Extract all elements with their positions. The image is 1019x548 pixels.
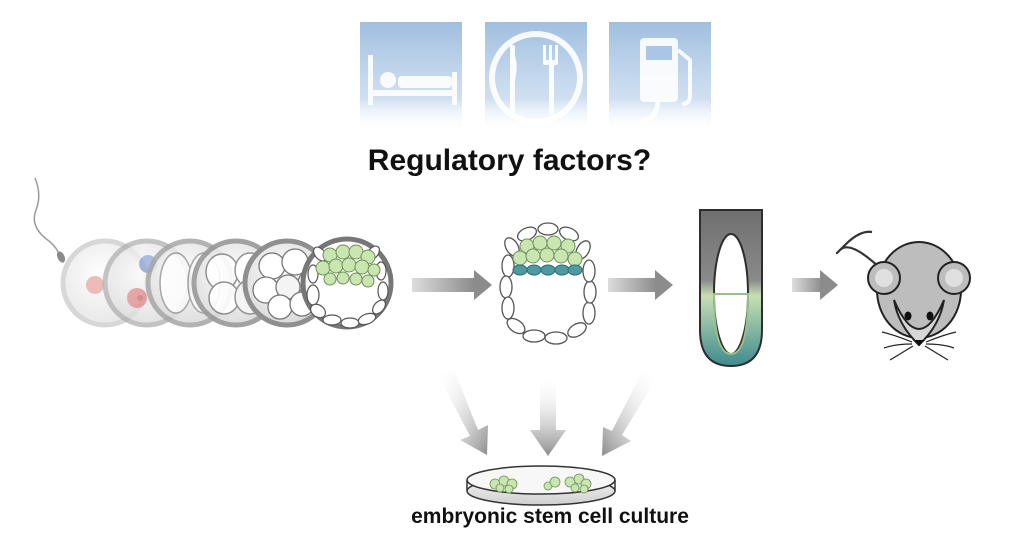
arrow-to-mouse	[792, 270, 838, 300]
mouse-illustration	[835, 230, 971, 361]
arrow-down-right	[602, 372, 656, 456]
late-blastocyst	[499, 222, 597, 345]
plate-fork-knife-icon	[485, 22, 587, 132]
arrow-down-left	[438, 370, 488, 455]
arrow-to-late-blastocyst	[412, 270, 492, 300]
bed-icon	[360, 22, 462, 132]
diagram-title: Regulatory factors?	[367, 144, 652, 177]
arrow-to-egg-cylinder	[608, 270, 673, 300]
petri-dish	[466, 465, 616, 506]
sperm-cell	[33, 177, 66, 263]
fuel-pump-icon	[609, 22, 711, 132]
egg-cylinder	[699, 209, 763, 368]
arrow-down-center	[530, 375, 566, 456]
petri-dish-caption: embryonic stem cell culture	[411, 505, 689, 528]
blastocyst-stage	[300, 236, 394, 330]
